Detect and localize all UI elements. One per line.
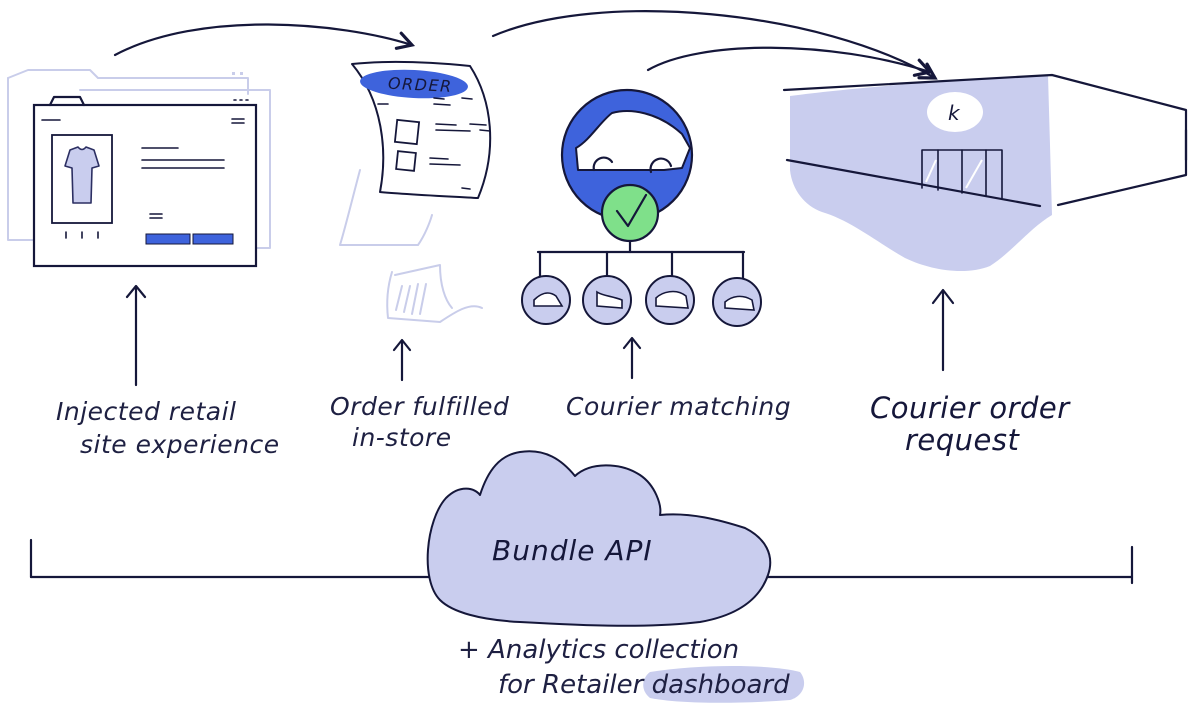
stage-arrows [125, 284, 955, 387]
footer-line1: + Analytics collection [458, 635, 739, 665]
match-check-badge [600, 183, 660, 243]
retail-site-illustration [7, 69, 271, 268]
label-request-line1: Courier order [870, 391, 1071, 425]
store-sign-text: k [948, 101, 961, 125]
checkmark-icon [615, 193, 648, 228]
flow-arrows [113, 10, 938, 80]
flow-arrow-matching-to-store [646, 46, 934, 77]
courier-icon [645, 275, 695, 325]
store-wash [790, 75, 1052, 272]
label-matching-line1: Courier matching [566, 392, 791, 421]
stage-labels: Injected retail site experience Order fu… [56, 391, 1071, 459]
cloud-icon [426, 450, 772, 627]
courier-icon [521, 275, 571, 325]
footer-note: + Analytics collection for Retailer dash… [458, 635, 805, 703]
footer-highlight [643, 666, 805, 703]
label-fulfilled-line2: in-store [352, 423, 452, 452]
footer-line2: for Retailer dashboard [498, 670, 790, 700]
order-heading-text: ORDER [388, 74, 454, 96]
courier-icon [712, 277, 762, 327]
order-document-illustration: ORDER [339, 60, 492, 323]
store-door [921, 149, 1003, 199]
label-retail-line2: site experience [80, 430, 280, 459]
flow-arrow-retail-to-order [113, 23, 416, 57]
tshirt-icon [64, 146, 100, 204]
courier-matching-illustration [521, 88, 762, 327]
car-icon [575, 110, 691, 171]
order-document-icon [351, 60, 492, 199]
courier-icon [582, 275, 632, 325]
order-heading-badge [360, 69, 468, 99]
label-retail-line1: Injected retail [56, 397, 236, 426]
store-building-illustration: k [782, 73, 1188, 272]
buy-button-illustration [145, 233, 191, 245]
label-fulfilled-line1: Order fulfilled [330, 392, 509, 421]
store-sign [927, 92, 983, 132]
cloud-label: Bundle API [492, 534, 653, 567]
cart-button-illustration [192, 233, 234, 245]
flow-arrow-order-to-store [491, 10, 938, 80]
label-request-line2: request [905, 423, 1021, 457]
